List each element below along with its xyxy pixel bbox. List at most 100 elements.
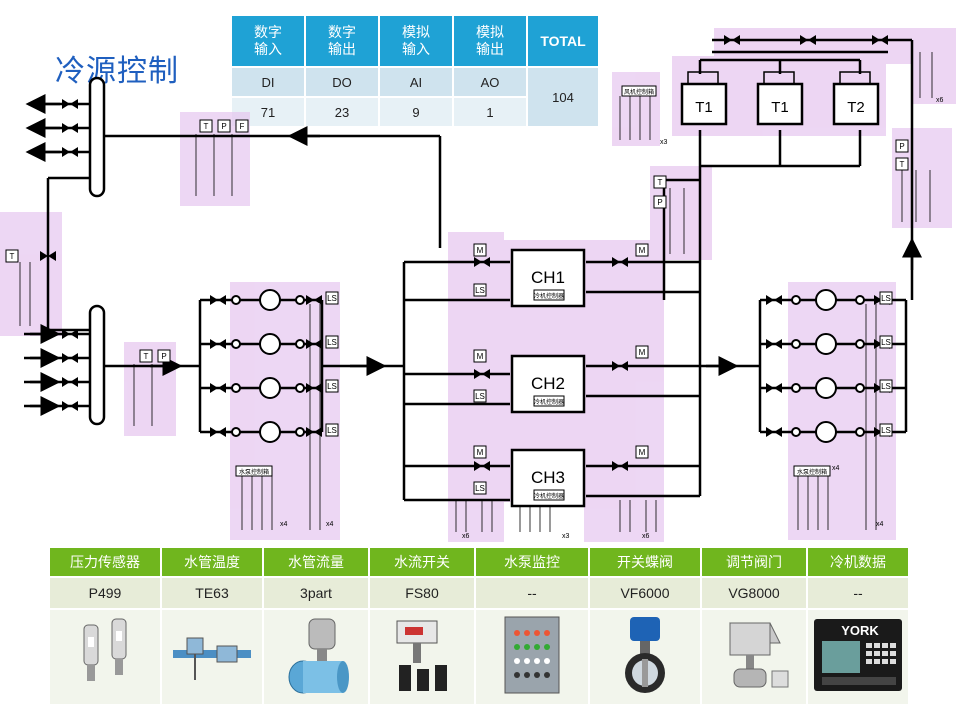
svg-text:T: T <box>204 122 209 131</box>
svg-text:LS: LS <box>881 426 891 435</box>
equipment-model-pressure-sensor: P499 <box>50 576 162 609</box>
svg-text:CH3: CH3 <box>531 468 565 487</box>
equipment-header-pressure-sensor: 压力传感器 <box>50 548 162 577</box>
cooling-tower-3: T2 <box>832 71 880 126</box>
equipment-header-pipe-temperature: 水管温度 <box>161 548 264 577</box>
pressure-sensor-photo <box>50 608 162 704</box>
page-title: 冷源控制 <box>55 54 179 89</box>
sensor-tags: T P F T P LS LS LS LS LS LS LS LS M LS M… <box>5 119 909 495</box>
io-point-table: 数字输入 数字输出 模拟输入 模拟输出 TOTAL DI DO AI AO 10… <box>230 14 600 128</box>
io-total-value: 104 <box>526 66 600 128</box>
io-type-di: DI <box>230 66 306 98</box>
io-type-ai: AI <box>378 66 454 98</box>
svg-text:P: P <box>161 352 166 361</box>
signal-wiring <box>19 52 933 532</box>
svg-text:x4: x4 <box>326 521 334 528</box>
io-header-total: TOTAL <box>526 14 600 68</box>
svg-text:M: M <box>477 448 484 457</box>
svg-text:CH1: CH1 <box>531 268 565 287</box>
io-count-do: 23 <box>304 96 380 128</box>
svg-text:冷机控制器: 冷机控制器 <box>534 398 564 406</box>
svg-text:P: P <box>899 142 904 151</box>
svg-text:冷机控制器: 冷机控制器 <box>534 292 564 300</box>
svg-text:T: T <box>10 252 15 261</box>
chiller-ch3: CH3 冷机控制器 <box>510 448 586 508</box>
io-header-ao: 模拟输出 <box>452 14 528 68</box>
svg-text:T2: T2 <box>847 99 865 116</box>
svg-text:M: M <box>477 352 484 361</box>
svg-text:x3: x3 <box>660 139 668 146</box>
svg-text:T: T <box>900 160 905 169</box>
equipment-model-pipe-flow: 3part <box>263 576 370 609</box>
equipment-model-pipe-temperature: TE63 <box>161 576 264 609</box>
equipment-header-pump-monitoring: 水泵监控 <box>475 548 590 577</box>
io-count-ao: 1 <box>452 96 528 128</box>
cooling-system-schematic: CH1 冷机控制器 CH2 冷机控制器 CH3 冷机控制器 T1 T1 T2 风… <box>0 28 956 542</box>
svg-text:x4: x4 <box>876 521 884 528</box>
tower-control-box: 风机控制箱 <box>621 85 657 97</box>
pipe-temperature-sensor-photo <box>161 608 264 704</box>
svg-text:T: T <box>144 352 149 361</box>
pump-control-cabinet-photo <box>475 608 590 704</box>
io-type-ao: AO <box>452 66 528 98</box>
control-valve-photo <box>701 608 808 704</box>
svg-text:冷机控制器: 冷机控制器 <box>534 492 564 500</box>
multiplier-labels: x6 x3 x6 x3 x6 <box>462 97 944 540</box>
flow-switch-photo <box>369 608 476 704</box>
svg-text:LS: LS <box>327 382 337 391</box>
svg-text:x3: x3 <box>562 533 570 540</box>
io-type-do: DO <box>304 66 380 98</box>
equipment-model-chiller-data: -- <box>807 576 910 609</box>
svg-text:LS: LS <box>475 392 485 401</box>
io-header-ai: 模拟输入 <box>378 14 454 68</box>
york-logo: YORK <box>841 623 879 638</box>
york-chiller-panel-photo: YORK <box>807 608 910 704</box>
svg-text:P: P <box>657 198 662 207</box>
svg-text:P: P <box>221 122 226 131</box>
svg-text:LS: LS <box>475 286 485 295</box>
svg-text:水泵控制箱: 水泵控制箱 <box>797 468 827 476</box>
svg-text:LS: LS <box>881 382 891 391</box>
equipment-header-butterfly-valve: 开关蝶阀 <box>589 548 702 577</box>
svg-text:x6: x6 <box>936 97 944 104</box>
svg-text:CH2: CH2 <box>531 374 565 393</box>
svg-text:F: F <box>240 122 245 131</box>
right-pump-group <box>791 289 865 443</box>
io-count-ai: 9 <box>378 96 454 128</box>
svg-text:T1: T1 <box>771 99 789 116</box>
svg-text:LS: LS <box>327 426 337 435</box>
svg-text:x4: x4 <box>832 465 840 472</box>
equipment-header-pipe-flow: 水管流量 <box>263 548 370 577</box>
svg-text:T1: T1 <box>695 99 713 116</box>
svg-text:LS: LS <box>327 338 337 347</box>
svg-text:水泵控制箱: 水泵控制箱 <box>239 468 269 476</box>
equipment-header-control-valve: 调节阀门 <box>701 548 808 577</box>
io-header-do: 数字输出 <box>304 14 380 68</box>
equipment-header-chiller-data: 冷机数据 <box>807 548 910 577</box>
svg-text:T: T <box>658 178 663 187</box>
left-pump-group <box>231 289 305 443</box>
chiller-ch2: CH2 冷机控制器 <box>510 354 586 414</box>
equipment-model-flow-switch: FS80 <box>369 576 476 609</box>
flow-meter-photo <box>263 608 370 704</box>
svg-text:LS: LS <box>327 294 337 303</box>
equipment-table: 压力传感器 水管温度 水管流量 水流开关 水泵监控 开关蝶阀 调节阀门 冷机数据… <box>50 548 910 704</box>
svg-text:x6: x6 <box>462 533 470 540</box>
equipment-model-butterfly-valve: VF6000 <box>589 576 702 609</box>
svg-text:M: M <box>639 246 646 255</box>
svg-text:风机控制箱: 风机控制箱 <box>624 88 654 96</box>
cooling-tower-2: T1 <box>756 71 804 126</box>
svg-text:M: M <box>639 348 646 357</box>
io-header-di: 数字输入 <box>230 14 306 68</box>
equipment-model-pump-monitoring: -- <box>475 576 590 609</box>
svg-text:x6: x6 <box>642 533 650 540</box>
svg-text:x4: x4 <box>280 521 288 528</box>
svg-text:M: M <box>477 246 484 255</box>
svg-text:LS: LS <box>881 294 891 303</box>
equipment-header-flow-switch: 水流开关 <box>369 548 476 577</box>
equipment-model-control-valve: VG8000 <box>701 576 808 609</box>
pump-control-panel-left: 水泵控制箱 x4 x4 <box>235 465 334 528</box>
cooling-tower-1: T1 <box>680 71 728 126</box>
svg-text:LS: LS <box>881 338 891 347</box>
chiller-ch1: CH1 冷机控制器 <box>510 248 586 308</box>
